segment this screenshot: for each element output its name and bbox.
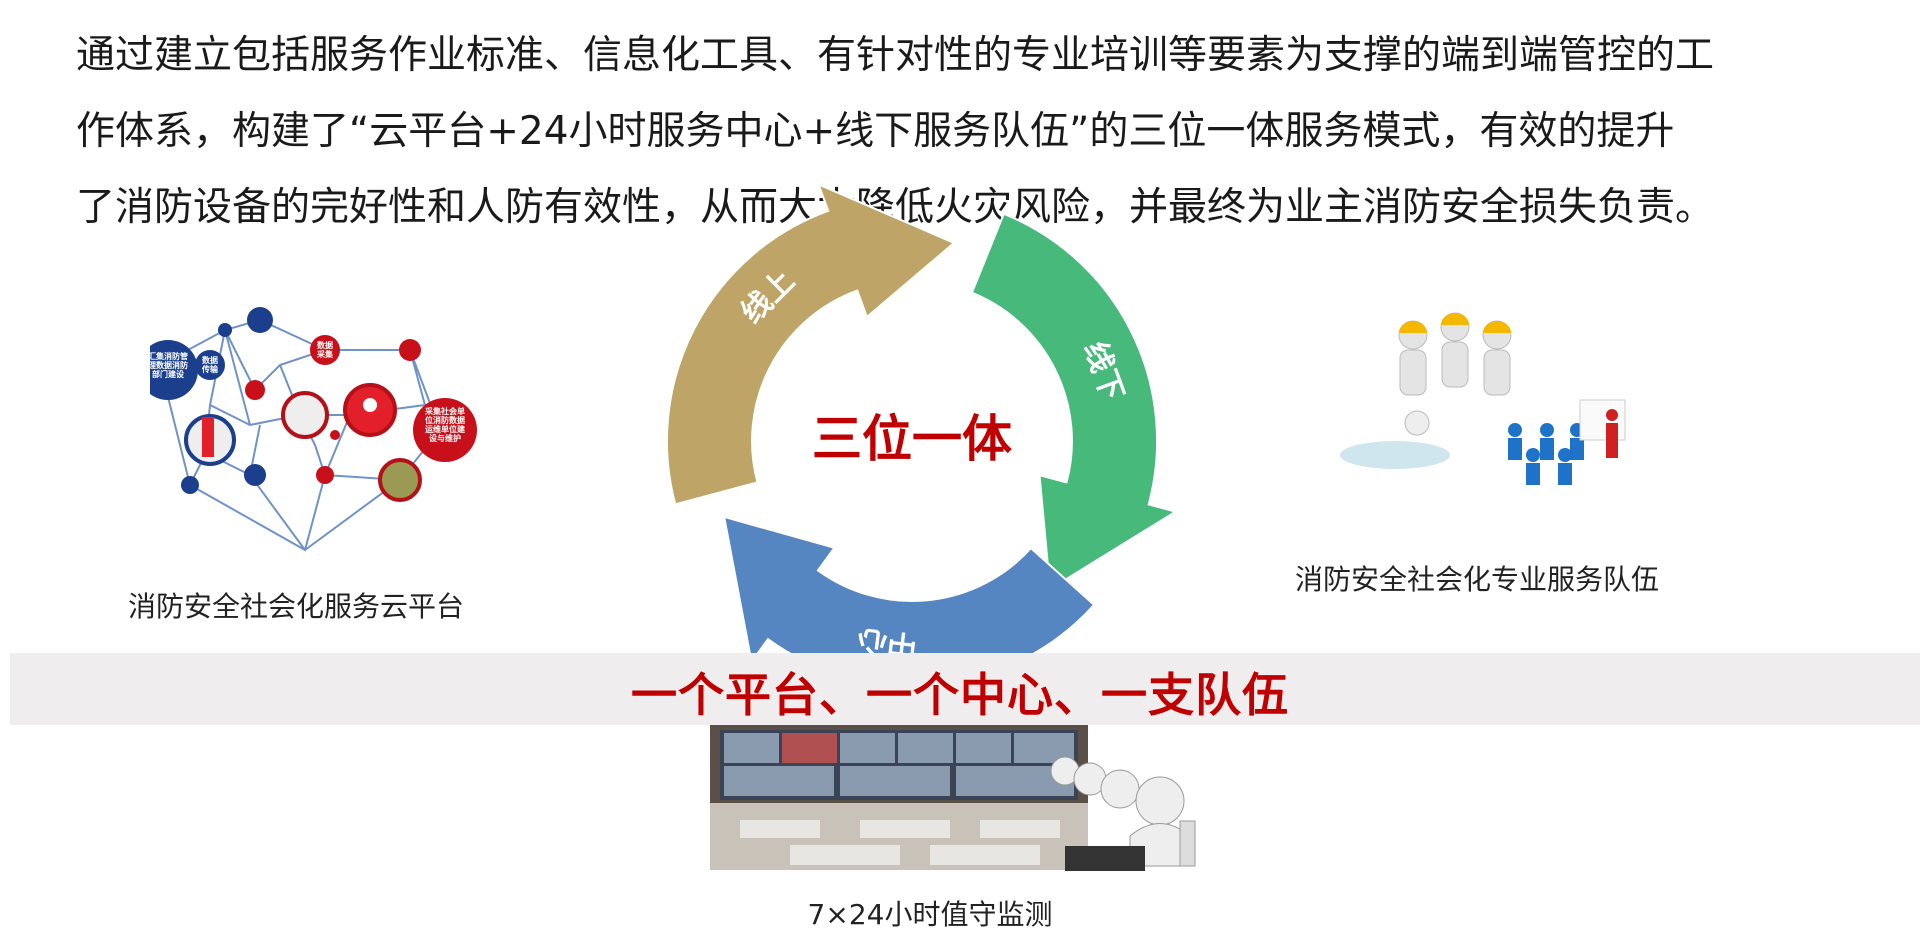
- cycle-arrow-2: [970, 212, 1172, 591]
- service-team-image: [1340, 312, 1626, 485]
- cycle-center-label: 三位一体: [812, 410, 1012, 468]
- intro-paragraph: 通过建立包括服务作业标准、信息化工具、有针对性的专业培训等要素为支撑的端到端管控…: [76, 18, 1876, 246]
- cycle-arrow-1: [665, 182, 956, 506]
- cloud-platform-network-image: [150, 307, 477, 552]
- team-caption: 消防安全社会化专业服务队伍: [1294, 563, 1659, 596]
- network-label-left: 汇集消防管理数据消防部门建设: [148, 352, 188, 379]
- network-label-right: 采集社会单位消防数据运维单位建设与维护: [425, 407, 465, 443]
- network-label-collect: 数据采集: [317, 341, 333, 359]
- monitor-caption: 7×24小时值守监测: [807, 898, 1053, 931]
- intro-line: 通过建立包括服务作业标准、信息化工具、有针对性的专业培训等要素为支撑的端到端管控…: [76, 33, 1715, 78]
- control-room-photo: [710, 725, 1088, 870]
- intro-line: 作体系，构建了“云平台+24小时服务中心+线下服务队伍”的三位一体服务模式，有效…: [76, 109, 1675, 154]
- network-label-transfer: 数据传输: [202, 356, 218, 374]
- slogan-band: [10, 653, 1920, 725]
- slogan: 一个平台、一个中心、一支队伍: [631, 668, 1289, 722]
- platform-caption: 消防安全社会化服务云平台: [127, 590, 464, 623]
- call-center-operators-image: [1050, 756, 1196, 871]
